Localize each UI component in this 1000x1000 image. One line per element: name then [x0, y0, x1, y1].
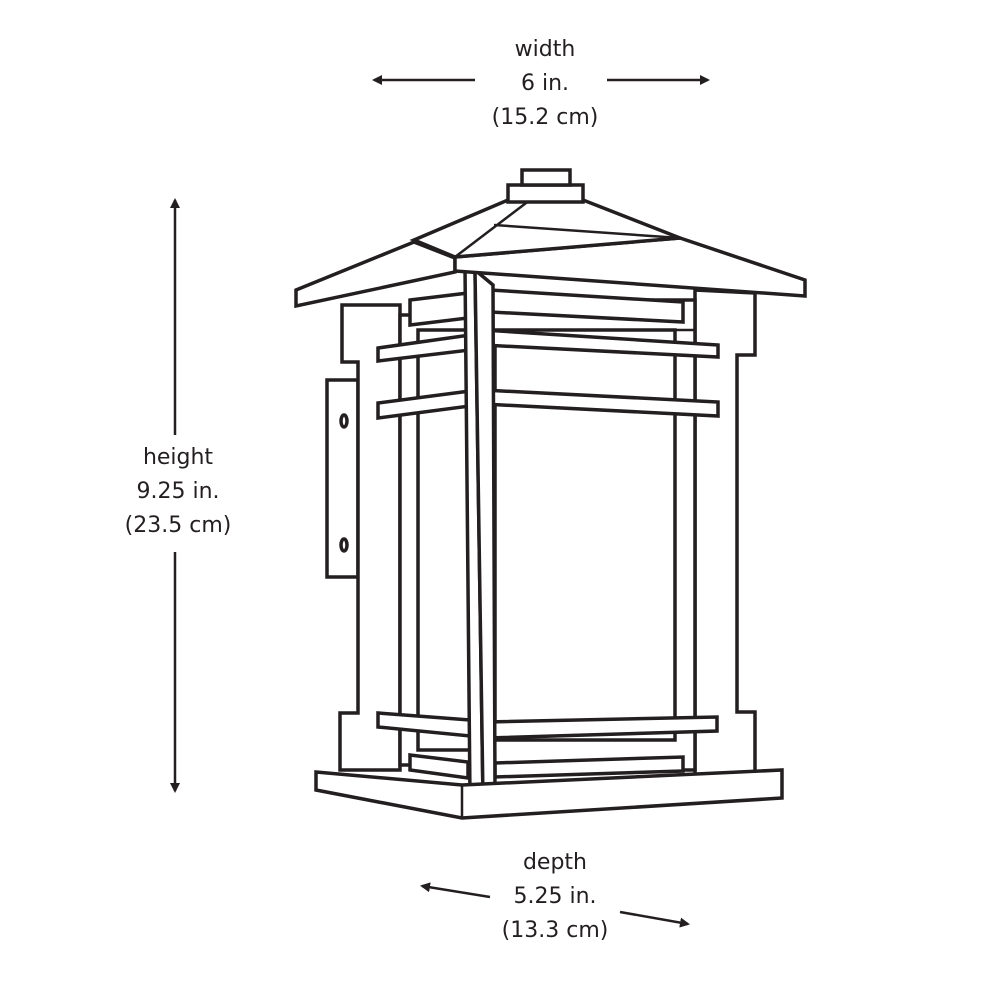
height-metric: (23.5 cm) [124, 513, 232, 538]
width-dimension: width 6 in. (15.2 cm) [445, 33, 645, 135]
width-metric: (15.2 cm) [491, 105, 599, 130]
screw-hole-icon [339, 537, 349, 553]
depth-dimension: depth 5.25 in. (13.3 cm) [455, 846, 655, 948]
height-dimension: height 9.25 in. (23.5 cm) [78, 441, 278, 543]
depth-metric: (13.3 cm) [501, 918, 609, 943]
depth-imperial: 5.25 in. [513, 884, 597, 909]
height-label: height [142, 445, 214, 470]
width-label: width [514, 37, 576, 62]
screw-hole-icon [339, 413, 349, 429]
lantern-drawing [294, 168, 807, 820]
depth-label: depth [522, 850, 588, 875]
height-imperial: 9.25 in. [136, 479, 220, 504]
width-imperial: 6 in. [520, 71, 570, 96]
depth-arrows [420, 882, 690, 928]
